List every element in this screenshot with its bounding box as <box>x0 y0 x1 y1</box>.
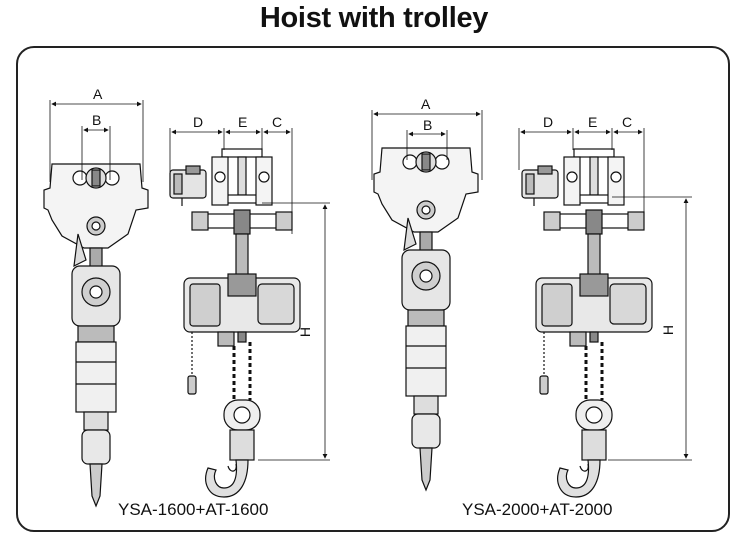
model2-label-h: H <box>660 325 676 335</box>
model2-front-view <box>373 147 479 491</box>
model1-side-view <box>168 147 302 499</box>
model2-side-view <box>520 147 654 499</box>
model2-label-e: E <box>588 114 597 130</box>
model2-label-c: C <box>622 114 632 130</box>
model2-label-d: D <box>543 114 553 130</box>
drawing-frame <box>16 46 730 532</box>
model1-label-e: E <box>238 114 247 130</box>
model2-label-a: A <box>421 96 431 112</box>
model1-front-view <box>43 163 149 507</box>
model1-label-c: C <box>272 114 282 130</box>
model1-label-h: H <box>297 327 313 337</box>
model2-caption: YSA-2000+AT-2000 <box>462 500 613 519</box>
page-title: Hoist with trolley <box>259 2 489 34</box>
model1-caption: YSA-1600+AT-1600 <box>118 500 269 519</box>
model1-label-d: D <box>193 114 203 130</box>
model1-label-a: A <box>93 86 103 102</box>
model2-label-b: B <box>423 117 432 133</box>
model1-label-b: B <box>92 112 101 128</box>
